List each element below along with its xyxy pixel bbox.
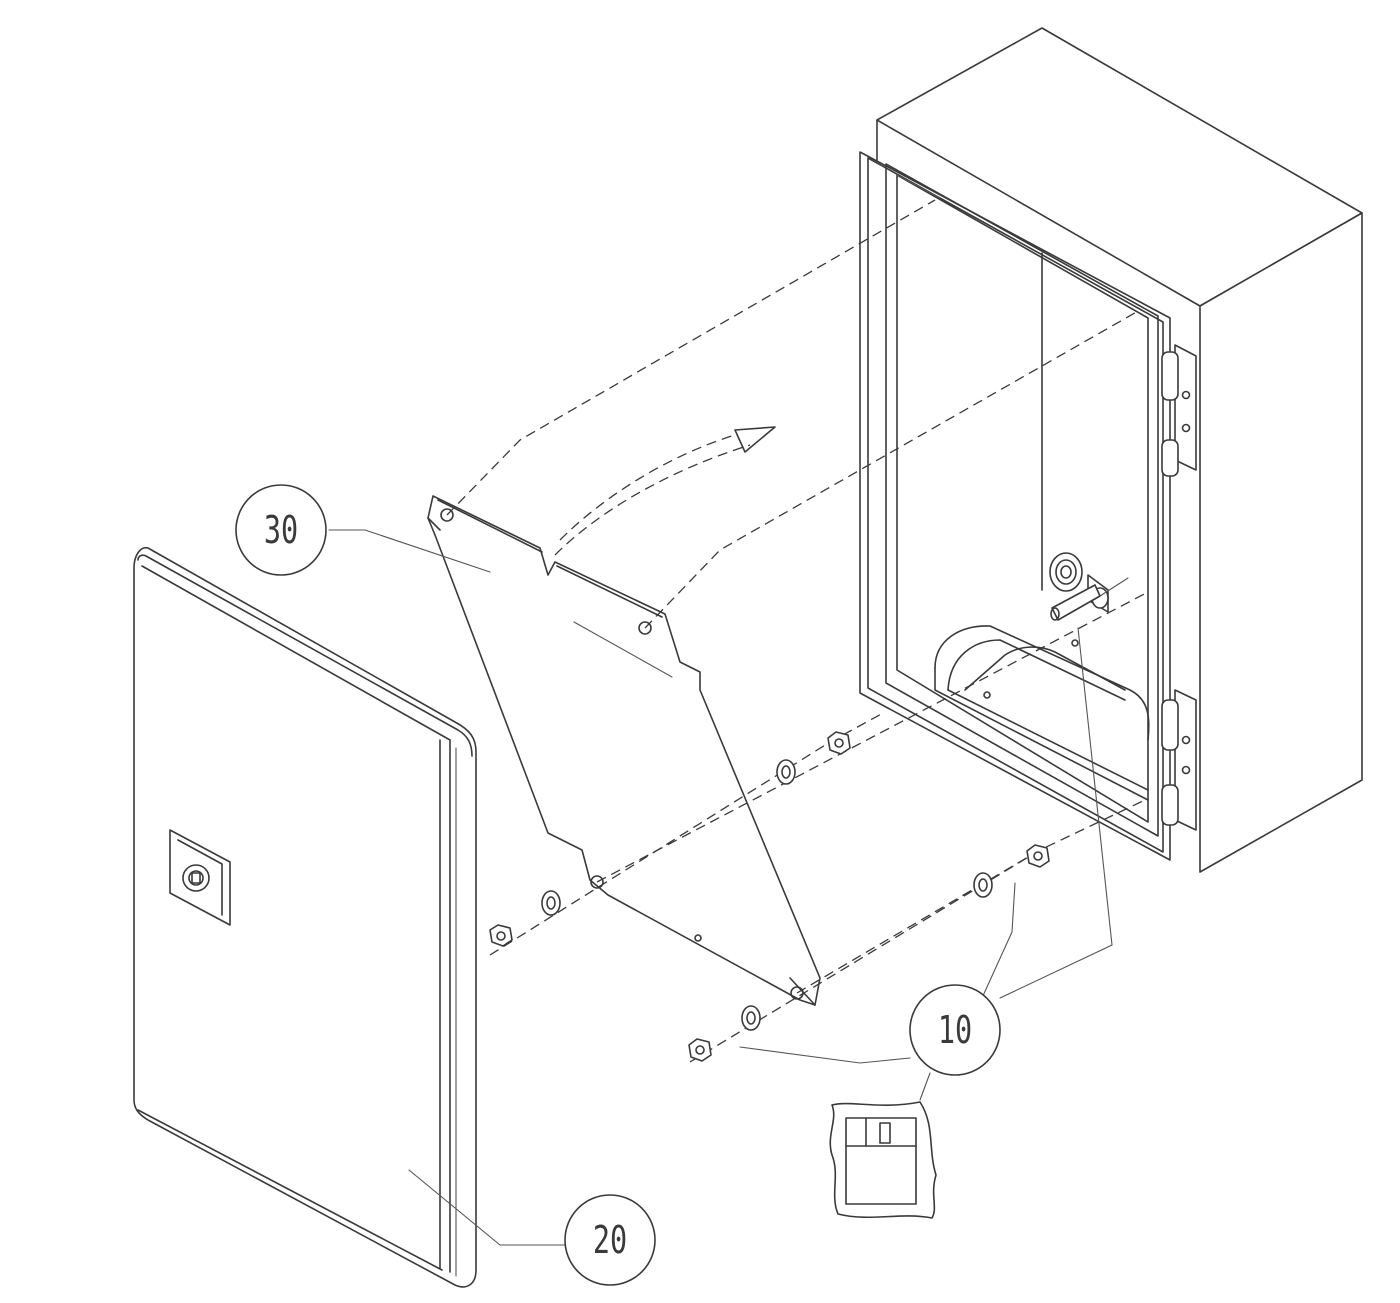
- swing-arrow-head: [734, 426, 776, 453]
- leader-10b: [981, 882, 1016, 999]
- callout-30-label: 30: [264, 508, 298, 552]
- hardware-detail-inset: [829, 1101, 937, 1219]
- enclosure-side-face: [1199, 212, 1363, 873]
- callout-leaders: [328, 529, 1113, 1246]
- enclosure-body: [859, 27, 1363, 873]
- earth-stud: [1049, 552, 1129, 621]
- enclosure-door: [133, 546, 477, 1288]
- leader-30: [328, 529, 491, 573]
- washer: [541, 890, 561, 916]
- washer: [973, 872, 993, 898]
- nut: [1026, 844, 1050, 868]
- nut: [688, 1038, 712, 1062]
- nut: [489, 924, 513, 947]
- callout-20-label: 20: [593, 1218, 627, 1262]
- enclosure-front-frame: [859, 151, 1171, 861]
- mounting-plate: [427, 495, 821, 1006]
- hardware-set: [489, 731, 1050, 1062]
- washer: [776, 759, 796, 785]
- callout-30: 30: [235, 484, 327, 576]
- lower-hinge: [1161, 689, 1197, 831]
- leader-10a: [739, 1046, 911, 1064]
- door-lock[interactable]: [169, 829, 231, 926]
- callout-10-label: 10: [938, 1008, 972, 1052]
- washer: [741, 1005, 761, 1031]
- leader-20: [408, 1169, 566, 1246]
- callout-10: 10: [909, 984, 1001, 1076]
- leader-10d: [919, 1072, 931, 1101]
- callout-20: 20: [564, 1194, 656, 1286]
- nut: [827, 731, 851, 755]
- upper-hinge: [1161, 344, 1197, 477]
- leader-10c: [999, 627, 1113, 999]
